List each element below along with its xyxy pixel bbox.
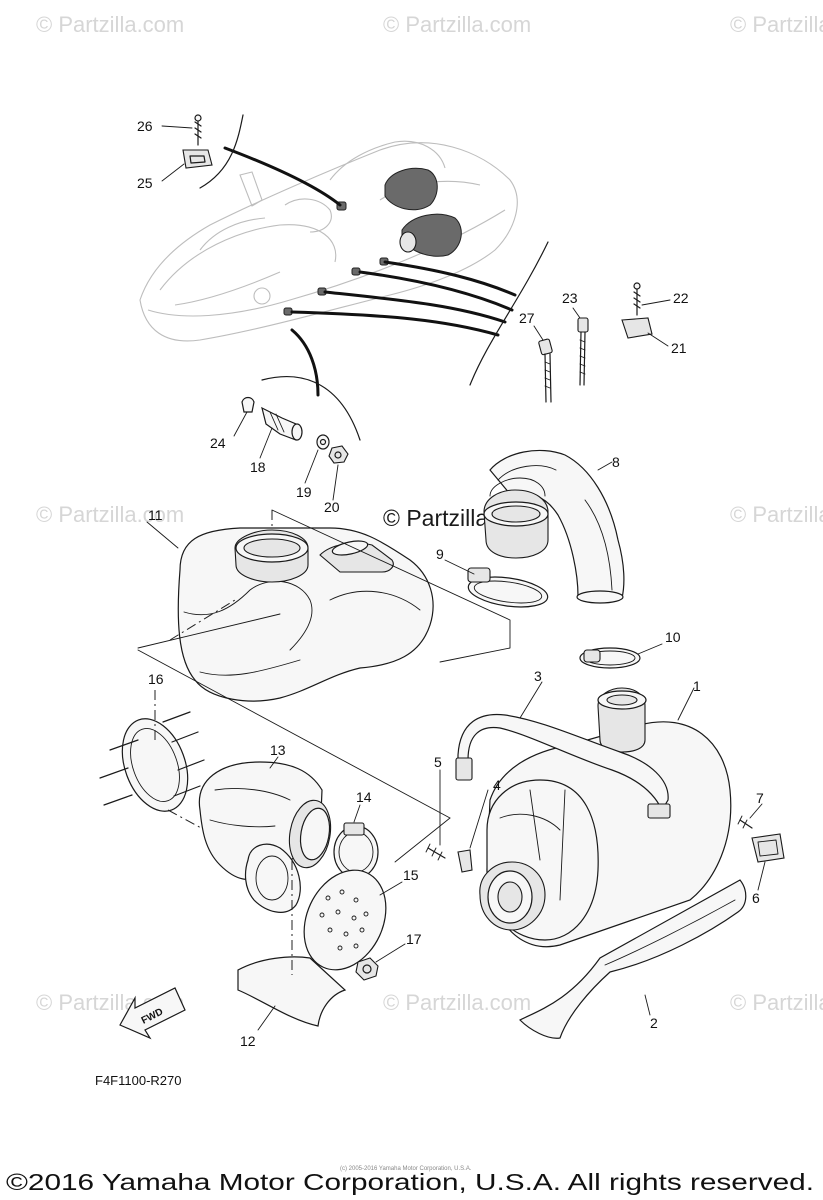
callout-6: 6 <box>752 890 760 906</box>
watermark-top-left: © Partzilla.com <box>36 12 184 37</box>
part-15-plate <box>303 869 403 971</box>
part-4-5-clip <box>425 769 489 873</box>
watermark-mid-left: © Partzilla.com <box>36 502 184 527</box>
callout-5: 5 <box>434 754 442 770</box>
copyright-notice: ©2016 Yamaha Motor Corporation, U.S.A. A… <box>6 1169 814 1195</box>
callout-16: 16 <box>148 671 164 687</box>
callout-20: 20 <box>324 499 340 515</box>
part-8-elbow-hose <box>483 449 625 604</box>
hull-callout-lines <box>199 114 549 441</box>
callout-1: 1 <box>693 678 701 694</box>
callout-11: 11 <box>148 507 163 523</box>
watermark-bottom-center: © Partzilla.com <box>383 990 531 1015</box>
callout-24: 24 <box>210 435 226 451</box>
part-21-22-fasteners <box>621 282 671 347</box>
part-10-clamp <box>579 643 663 669</box>
tiny-credit: (c) 2005-2016 Yamaha Motor Corporation, … <box>340 1166 472 1172</box>
callout-17: 17 <box>406 931 422 947</box>
callout-19: 19 <box>296 484 312 500</box>
watermark-bottom-right: © Partzilla.com <box>730 990 823 1015</box>
callout-18: 18 <box>250 459 266 475</box>
callout-15: 15 <box>403 867 419 883</box>
callout-27: 27 <box>519 310 535 326</box>
part-1-muffler <box>479 687 732 948</box>
callout-2: 2 <box>650 1015 658 1031</box>
part-13-exhaust-elbow <box>198 756 332 913</box>
part-18-24-drain-fitting <box>233 396 349 501</box>
watermark-mid-right: © Partzilla.com <box>730 502 823 527</box>
part-17-nut <box>355 943 406 981</box>
callout-21: 21 <box>671 340 687 356</box>
figure-code: F4F1100-R270 <box>95 1073 181 1088</box>
part-23-27-cable-ties <box>533 307 589 403</box>
watermark-top-center: © Partzilla.com <box>383 12 531 37</box>
part-numbers: 26 25 22 21 23 27 24 18 19 20 8 9 11 10 … <box>137 118 764 1049</box>
callout-26: 26 <box>137 118 153 134</box>
callout-25: 25 <box>137 175 153 191</box>
fwd-arrow: FWD <box>119 987 186 1040</box>
part-14-clamp <box>333 804 379 879</box>
part-11-water-box <box>146 510 434 702</box>
callout-14: 14 <box>356 789 372 805</box>
part-2-cover <box>518 879 747 1039</box>
part-6-7-bracket <box>737 803 785 891</box>
part-9-clamp <box>444 559 549 608</box>
callout-8: 8 <box>612 454 620 470</box>
callout-23: 23 <box>562 290 578 306</box>
callout-12: 12 <box>240 1033 256 1049</box>
callout-22: 22 <box>673 290 689 306</box>
plate-holes <box>319 889 369 951</box>
callout-10: 10 <box>665 629 681 645</box>
watermark-top-right: © Partzilla.com <box>730 12 823 37</box>
frame-lines <box>137 509 511 863</box>
part-3-strap <box>455 681 671 819</box>
callout-3: 3 <box>534 668 542 684</box>
watercraft-hull <box>139 140 518 342</box>
callout-9: 9 <box>436 546 444 562</box>
callout-13: 13 <box>270 742 286 758</box>
part-25-26-fasteners <box>161 114 213 182</box>
part-12-pad <box>237 860 347 1031</box>
callout-7: 7 <box>756 790 764 806</box>
callout-4: 4 <box>493 777 501 793</box>
